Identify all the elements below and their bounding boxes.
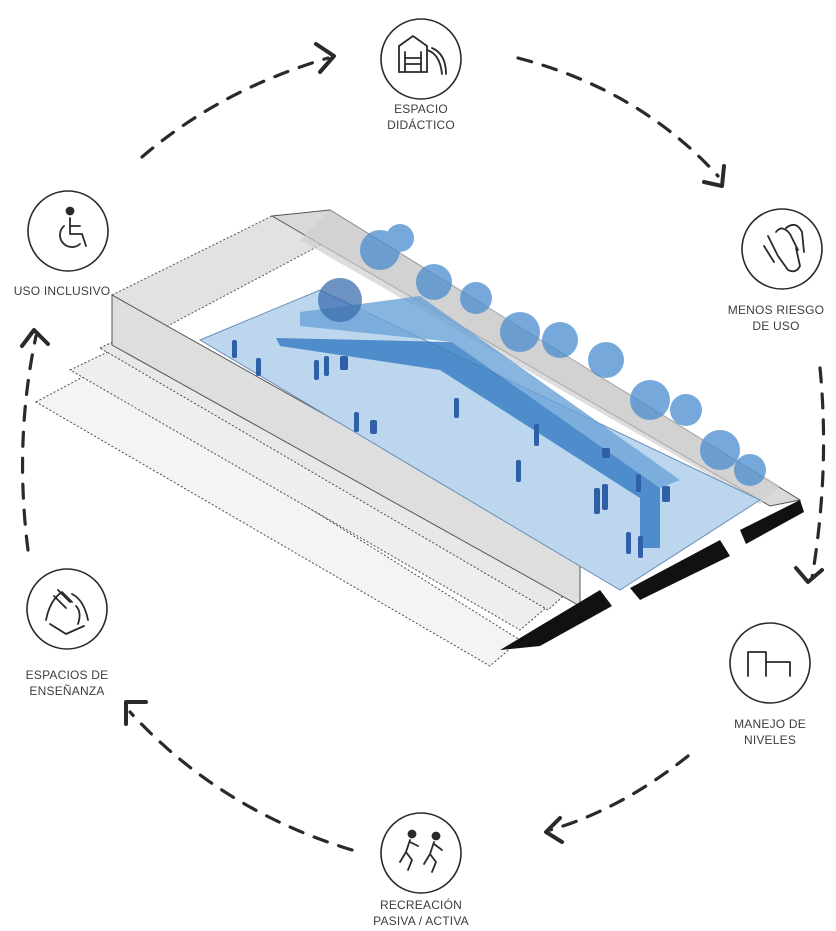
icon-frame-uso-inclusivo <box>27 190 109 272</box>
base-shadow-edge-2 <box>630 540 730 600</box>
node-uso-inclusivo <box>27 190 109 272</box>
node-recreacion <box>380 812 462 894</box>
label-espacios-ensenanza: ESPACIOS DE ENSEÑANZA <box>4 667 130 699</box>
icon-frame-espacios-ensenanza <box>26 568 108 650</box>
label-recreacion: RECREACIÓN PASIVA / ACTIVA <box>351 897 491 929</box>
label-manejo-niveles: MANEJO DE NIVELES <box>710 716 830 748</box>
plaza-illustration <box>34 209 804 667</box>
arrowhead-5 <box>124 700 148 726</box>
label-uso-inclusivo: USO INCLUSIVO <box>2 283 122 299</box>
label-espacio-didactico: ESPACIO DIDÁCTICO <box>361 101 481 133</box>
label-espacio-didactico-line2: DIDÁCTICO <box>387 118 455 132</box>
label-espacio-didactico-line1: ESPACIO <box>394 102 448 116</box>
cycle-arrows <box>20 42 826 852</box>
hands-icon <box>45 589 89 635</box>
arrowhead-4 <box>544 816 564 844</box>
people-figures <box>232 340 670 558</box>
label-recreacion-line1: RECREACIÓN <box>379 898 462 912</box>
playground-icon <box>398 35 447 75</box>
label-menos-riesgo: MENOS RIESGO DE USO <box>716 302 836 334</box>
arrow-arc-6 <box>20 334 38 552</box>
wheelchair-icon <box>59 206 87 248</box>
tree-row <box>318 224 766 486</box>
arrowhead-2 <box>702 164 726 188</box>
running-people-icon <box>399 829 443 873</box>
label-manejo-niveles-line1: MANEJO DE <box>734 717 806 731</box>
arrow-arc-1 <box>140 56 330 159</box>
label-espacios-ensenanza-line1: ESPACIOS DE <box>25 668 109 682</box>
arrow-arc-3 <box>810 366 826 580</box>
crossed-fingers-icon <box>763 223 805 273</box>
icon-frame-recreacion <box>380 812 462 894</box>
node-manejo-niveles <box>729 622 811 704</box>
arrow-arc-4 <box>548 754 690 832</box>
arrowhead-3 <box>794 566 824 584</box>
arrowhead-6 <box>20 328 50 348</box>
label-recreacion-line2: PASIVA / ACTIVA <box>373 914 469 928</box>
arrow-arc-2 <box>516 56 720 178</box>
planter-strip <box>276 338 660 548</box>
node-espacios-ensenanza <box>26 568 108 650</box>
base-shadow-edge <box>500 590 612 650</box>
label-menos-riesgo-line2: DE USO <box>752 319 800 333</box>
label-uso-inclusivo-line1: USO INCLUSIVO <box>13 284 111 298</box>
label-menos-riesgo-line1: MENOS RIESGO <box>727 303 825 317</box>
icon-frame-menos-riesgo <box>741 208 823 290</box>
label-espacios-ensenanza-line2: ENSEÑANZA <box>29 684 105 698</box>
node-menos-riesgo <box>741 208 823 290</box>
base-shadow-edge-3 <box>740 500 804 544</box>
arrowhead-1 <box>314 42 336 74</box>
icon-frame-manejo-niveles <box>729 622 811 704</box>
label-manejo-niveles-line2: NIVELES <box>743 733 797 747</box>
arrow-arc-5 <box>128 710 354 852</box>
levels-icon <box>747 651 791 677</box>
node-espacio-didactico <box>380 18 462 100</box>
